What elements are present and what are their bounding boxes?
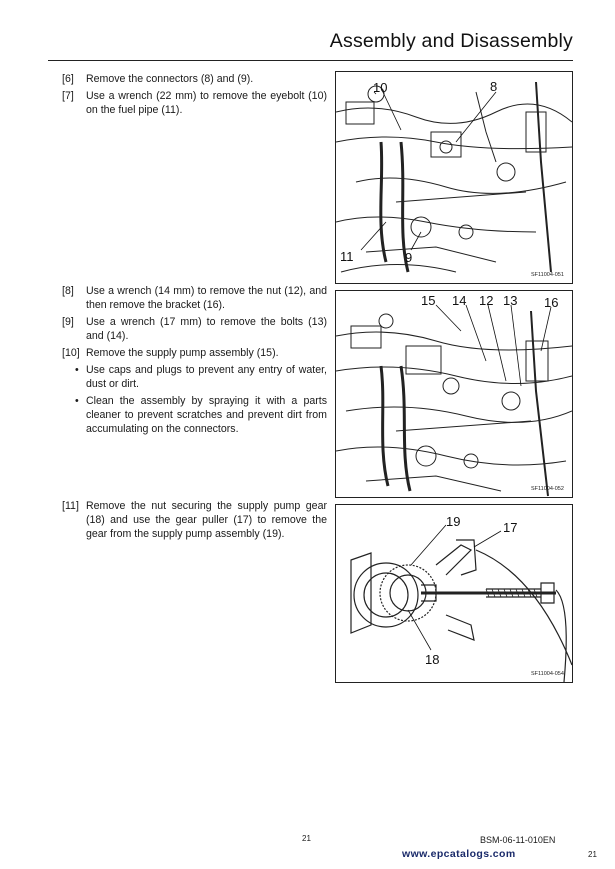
bullet-caps-plugs: • Use caps and plugs to prevent any entr… [75, 363, 327, 391]
callout-15: 15 [421, 293, 435, 308]
document-code: BSM-06-11-010EN [480, 835, 556, 845]
callout-16: 16 [544, 295, 558, 310]
corner-page-number: 21 [588, 850, 597, 859]
bullet-dot: • [75, 364, 79, 376]
step-text: Use a wrench (22 mm) to remove the eyebo… [86, 90, 327, 116]
step-number: [10] [62, 347, 80, 359]
figure-gear-puller: 19 17 18 SF11004-054 [335, 504, 573, 683]
step-number: [9] [62, 316, 74, 328]
title-rule [48, 60, 573, 61]
callout-18: 18 [425, 652, 439, 667]
callout-11: 11 [340, 249, 354, 264]
callout-19: 19 [446, 514, 460, 529]
instructions-block-2: [8] Use a wrench (14 mm) to remove the n… [62, 284, 327, 439]
callout-17: 17 [503, 520, 517, 535]
step-number: [8] [62, 285, 74, 297]
step-6: [6] Remove the connectors (8) and (9). [62, 72, 327, 86]
instructions-block-3: [11] Remove the nut securing the supply … [62, 499, 327, 544]
step-9: [9] Use a wrench (17 mm) to remove the b… [62, 315, 327, 343]
instructions-block-1: [6] Remove the connectors (8) and (9). [… [62, 72, 327, 120]
page-title: Assembly and Disassembly [329, 30, 573, 52]
engine-illustration-1: 10 8 11 9 SF11004-051 [336, 79, 572, 278]
callout-13: 13 [503, 293, 517, 308]
figure-code: SF11004-052 [531, 486, 564, 492]
callout-10: 10 [373, 80, 387, 95]
figure-code: SF11004-051 [531, 272, 564, 278]
callout-9: 9 [405, 250, 412, 265]
step-number: [11] [62, 500, 79, 512]
bullet-text: Clean the assembly by spraying it with a… [86, 395, 327, 435]
engine-illustration-2: 15 14 12 13 16 SF11004-052 [336, 293, 572, 497]
step-11: [11] Remove the nut securing the supply … [62, 499, 327, 541]
bullet-clean-assembly: • Clean the assembly by spraying it with… [75, 394, 327, 436]
step-text: Use a wrench (14 mm) to remove the nut (… [86, 285, 327, 311]
callout-12: 12 [479, 293, 493, 308]
page-number: 21 [302, 834, 311, 843]
step-number: [6] [62, 73, 74, 85]
callout-8: 8 [490, 79, 497, 94]
step-text: Use a wrench (17 mm) to remove the bolts… [86, 316, 327, 342]
figure-supply-pump: 15 14 12 13 16 SF11004-052 [335, 290, 573, 498]
figure-code: SF11004-054 [531, 671, 564, 677]
bullet-text: Use caps and plugs to prevent any entry … [86, 364, 327, 390]
figure-connectors-eyebolt: 10 8 11 9 SF11004-051 [335, 71, 573, 284]
website-watermark: www.epcatalogs.com [402, 848, 516, 860]
step-10: [10] Remove the supply pump assembly (15… [62, 346, 327, 360]
callout-14: 14 [452, 293, 466, 308]
gear-puller-illustration: 19 17 18 SF11004-054 [350, 514, 572, 682]
step-number: [7] [62, 90, 74, 102]
step-7: [7] Use a wrench (22 mm) to remove the e… [62, 89, 327, 117]
step-text: Remove the nut securing the supply pump … [86, 500, 327, 540]
step-text: Remove the connectors (8) and (9). [86, 73, 254, 85]
bullet-dot: • [75, 395, 79, 407]
step-8: [8] Use a wrench (14 mm) to remove the n… [62, 284, 327, 312]
step-text: Remove the supply pump assembly (15). [86, 347, 279, 359]
